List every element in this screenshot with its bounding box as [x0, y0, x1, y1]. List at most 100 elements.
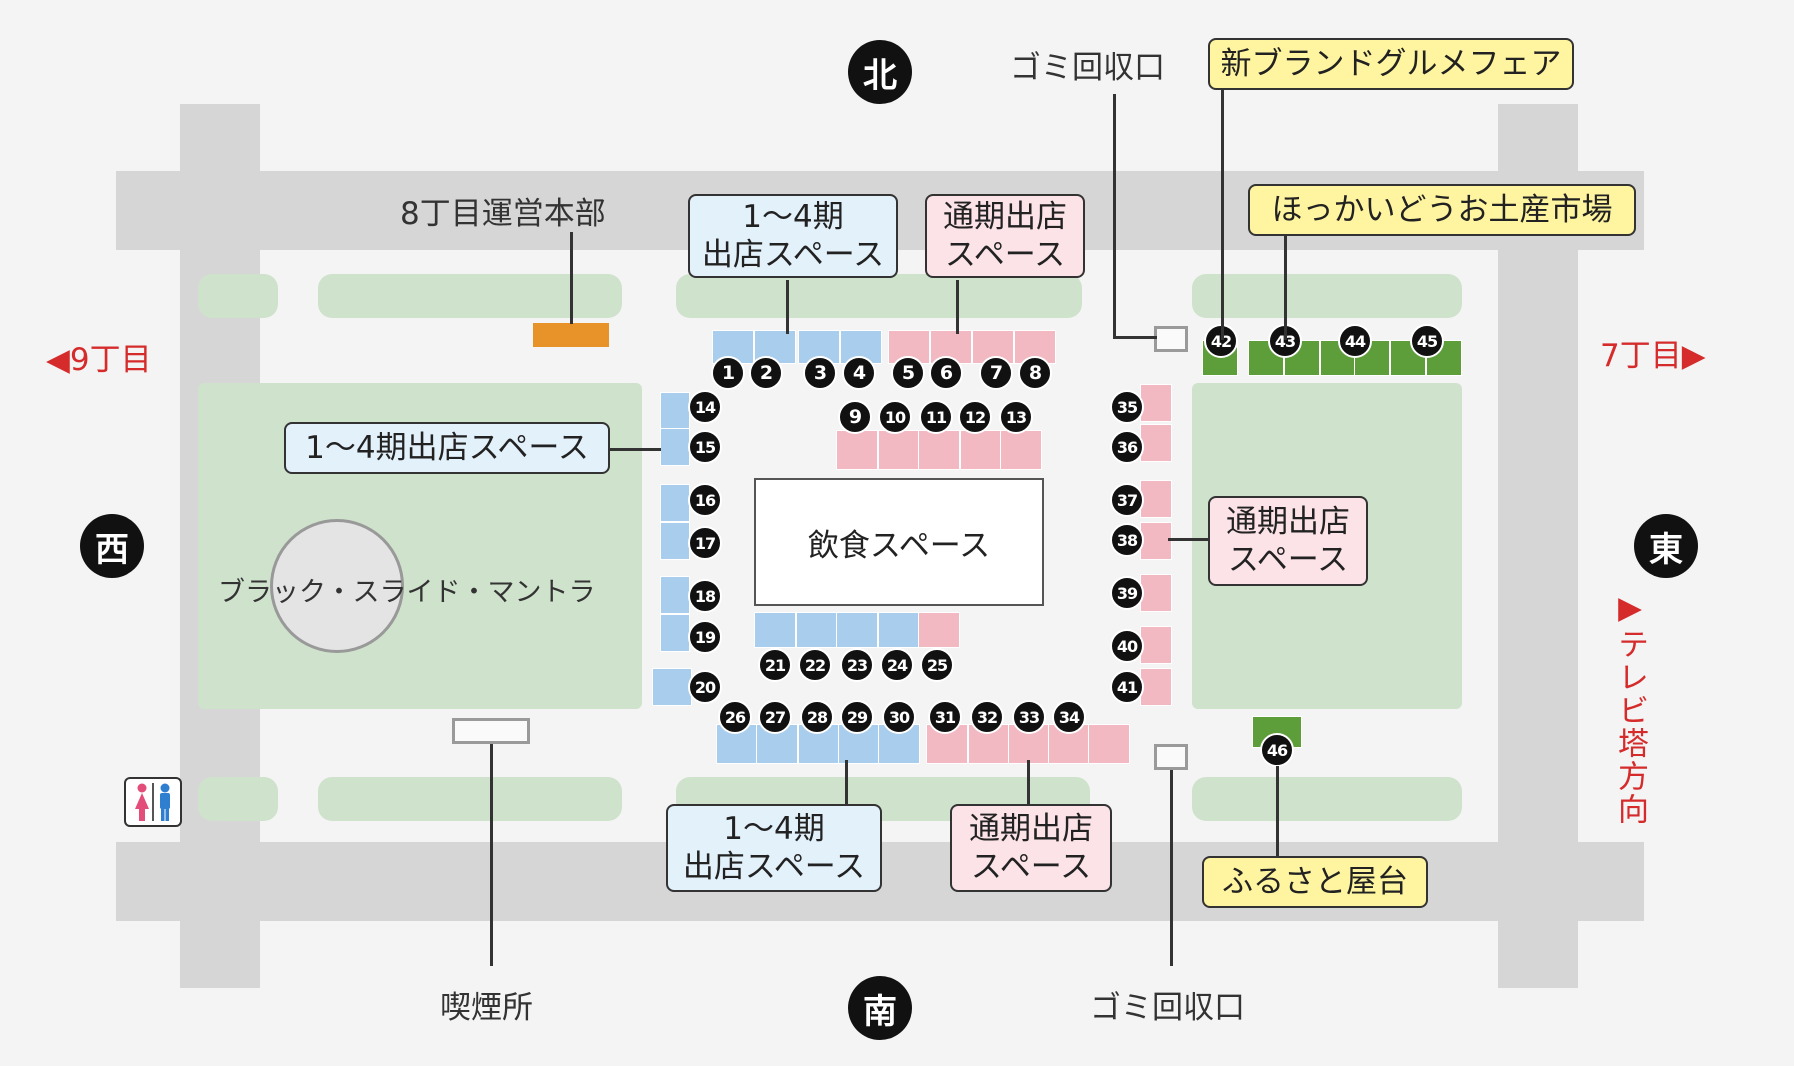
stall-block — [1140, 574, 1172, 612]
booth-number-36: 36 — [1110, 430, 1144, 464]
callout-period-top: 1～4期 出店スペース — [688, 194, 898, 278]
green-strip — [318, 777, 622, 821]
leader-line — [1027, 760, 1030, 806]
booth-number-26: 26 — [718, 700, 752, 734]
booth-number-15: 15 — [688, 430, 722, 464]
booth-number-41: 41 — [1110, 670, 1144, 704]
stall-block — [1140, 626, 1172, 664]
booth-number-45: 45 — [1410, 324, 1444, 358]
booth-number-13: 13 — [999, 400, 1033, 434]
garbage-box — [1154, 744, 1188, 770]
stall-block — [918, 612, 960, 648]
booth-number-14: 14 — [688, 390, 722, 424]
booth-number-7: 7 — [979, 356, 1013, 390]
leader-line — [1276, 766, 1279, 858]
booth-number-16: 16 — [688, 483, 722, 517]
stall-block — [836, 612, 878, 648]
compass-north: 北 — [848, 40, 912, 104]
leader-line — [607, 448, 661, 451]
green-strip — [1192, 777, 1462, 821]
booth-number-9: 9 — [838, 400, 872, 434]
leader-line — [786, 280, 789, 334]
hq-label: 8丁目運営本部 — [400, 196, 606, 232]
green-strip — [318, 274, 622, 318]
booth-number-32: 32 — [970, 700, 1004, 734]
leader-line — [1168, 538, 1210, 541]
leader-line — [570, 232, 573, 324]
booth-number-4: 4 — [842, 356, 876, 390]
booth-number-25: 25 — [920, 648, 954, 682]
road-east — [1498, 104, 1578, 988]
booth-number-20: 20 — [688, 670, 722, 704]
booth-number-11: 11 — [919, 400, 953, 434]
leader-line — [1221, 88, 1224, 340]
leader-line — [1170, 770, 1173, 966]
callout-full-bottom: 通期出店 スペース — [950, 804, 1112, 892]
green-strip — [676, 274, 1082, 318]
booth-number-18: 18 — [688, 579, 722, 613]
stall-block — [1140, 522, 1172, 560]
stall-block — [660, 614, 690, 652]
booth-number-38: 38 — [1110, 523, 1144, 557]
callout-period-bottom: 1～4期 出店スペース — [666, 804, 882, 892]
garbage-label-top: ゴミ回収口 — [1010, 50, 1165, 86]
stall-block — [1088, 724, 1130, 764]
booth-number-27: 27 — [758, 700, 792, 734]
booth-number-37: 37 — [1110, 483, 1144, 517]
leader-line — [1113, 336, 1157, 339]
direction-tv-tower: ▶テレビ塔方向 — [1612, 590, 1648, 826]
stall-block — [960, 430, 1002, 470]
stall-block — [878, 612, 920, 648]
callout-yatai: ふるさと屋台 — [1202, 856, 1428, 908]
green-strip — [198, 274, 278, 318]
stall-block — [918, 430, 960, 470]
green-strip — [1192, 274, 1462, 318]
sculpture-label: ブラック・スライド・マントラ — [218, 577, 596, 608]
booth-number-44: 44 — [1338, 324, 1372, 358]
stall-block — [660, 522, 690, 560]
leader-line — [1113, 94, 1116, 338]
direction-east: 7丁目▶ — [1600, 338, 1706, 374]
stall-block — [660, 576, 690, 614]
compass-east: 東 — [1634, 514, 1698, 578]
compass-west: 西 — [80, 514, 144, 578]
booth-number-19: 19 — [688, 620, 722, 654]
green-strip — [198, 777, 278, 821]
booth-number-23: 23 — [840, 648, 874, 682]
direction-west: ◀9丁目 — [46, 342, 152, 378]
booth-number-6: 6 — [929, 356, 963, 390]
booth-number-12: 12 — [958, 400, 992, 434]
booth-number-39: 39 — [1110, 576, 1144, 610]
booth-number-1: 1 — [711, 356, 745, 390]
stall-block — [652, 668, 692, 706]
callout-period-left: 1～4期出店スペース — [284, 422, 610, 474]
stall-block — [660, 428, 690, 466]
booth-number-5: 5 — [891, 356, 925, 390]
booth-number-8: 8 — [1018, 356, 1052, 390]
smoking-label: 喫煙所 — [440, 990, 533, 1026]
booth-number-21: 21 — [758, 648, 792, 682]
booth-number-29: 29 — [840, 700, 874, 734]
stall-block — [1000, 430, 1042, 470]
stall-block — [1140, 668, 1172, 706]
callout-full-right: 通期出店 スペース — [1208, 496, 1368, 586]
stall-block — [878, 430, 920, 470]
leader-line — [845, 760, 848, 806]
leader-line — [490, 744, 493, 966]
booth-number-34: 34 — [1052, 700, 1086, 734]
booth-number-22: 22 — [798, 648, 832, 682]
stall-block — [836, 430, 878, 470]
callout-full-top: 通期出店 スペース — [925, 194, 1085, 278]
stall-block — [660, 392, 690, 430]
garbage-label-bottom: ゴミ回収口 — [1090, 990, 1245, 1026]
restroom-icon — [124, 777, 182, 827]
booth-number-2: 2 — [749, 356, 783, 390]
smoking-box — [452, 718, 530, 744]
hq-marker — [533, 323, 609, 347]
sculpture-circle — [270, 519, 404, 653]
booth-number-28: 28 — [800, 700, 834, 734]
stall-block — [1140, 480, 1172, 518]
booth-number-30: 30 — [882, 700, 916, 734]
callout-gourmet: 新ブランドグルメフェア — [1208, 38, 1574, 90]
leader-line — [1284, 232, 1287, 340]
